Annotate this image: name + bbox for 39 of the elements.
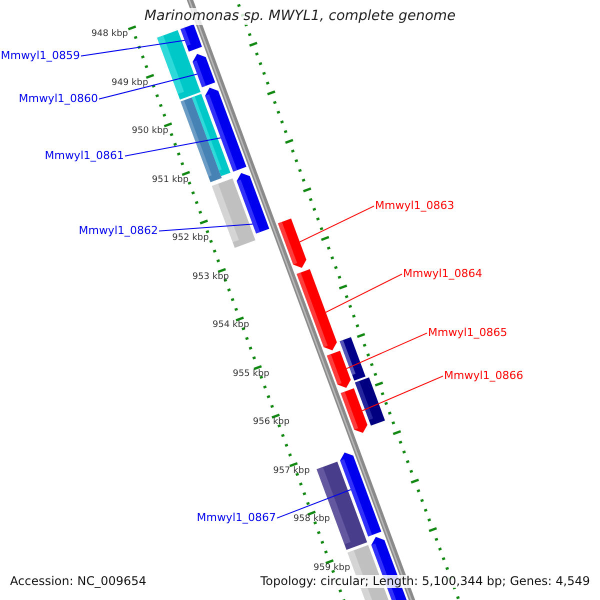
gene-label: Mmwyl1_0866 [444,370,524,382]
leader-line [299,206,374,242]
gene-label: Mmwyl1_0860 [18,93,98,106]
footer-text: Topology: circular; Length: 5,100,344 bp; Genes: 4,549 [260,575,590,588]
gene-block [278,218,306,268]
gene-label: Mmwyl1_0863 [375,200,454,212]
scale-label: 954 kbp [212,321,250,331]
gene-block [340,452,382,536]
scale-label: 949 kbp [112,78,148,88]
scale-label: 952 kbp [172,234,209,244]
leader-line [158,224,254,232]
leader-line [346,332,428,370]
gene-label: Mmwyl1_0861 [44,150,124,162]
scale-label: 948 kbp [91,30,128,40]
gene-block [296,269,337,350]
gene-label: Mmwyl1_0859 [0,50,80,62]
gene-label: Mmwyl1_0867 [196,512,276,524]
leader-line [80,40,186,57]
scale-label: 958 kbp [293,515,330,525]
gene-block [205,88,246,172]
leader-line [98,74,198,100]
scale-label: 953 kbp [192,272,229,282]
footer-text: Accession: NC_009654 [10,575,146,588]
scale-label: 950 kbp [132,127,168,137]
scale-label: 955 kbp [232,370,270,380]
gene-label: Mmwyl1_0864 [403,268,482,280]
leader-line [276,489,352,519]
scale-label: 956 kbp [252,418,290,428]
gene-block [236,172,270,234]
gene-block [192,54,216,88]
leader-line [325,274,402,313]
gene-label: Mmwyl1_0865 [428,327,508,340]
scale-label: 957 kbp [273,466,310,476]
gene-label: Mmwyl1_0862 [78,225,158,238]
leader-line [362,376,444,412]
leader-line [124,137,222,157]
scale-label: 951 kbp [152,176,189,186]
gene-block [180,24,202,52]
scale-label: 959 kbp [314,564,350,574]
